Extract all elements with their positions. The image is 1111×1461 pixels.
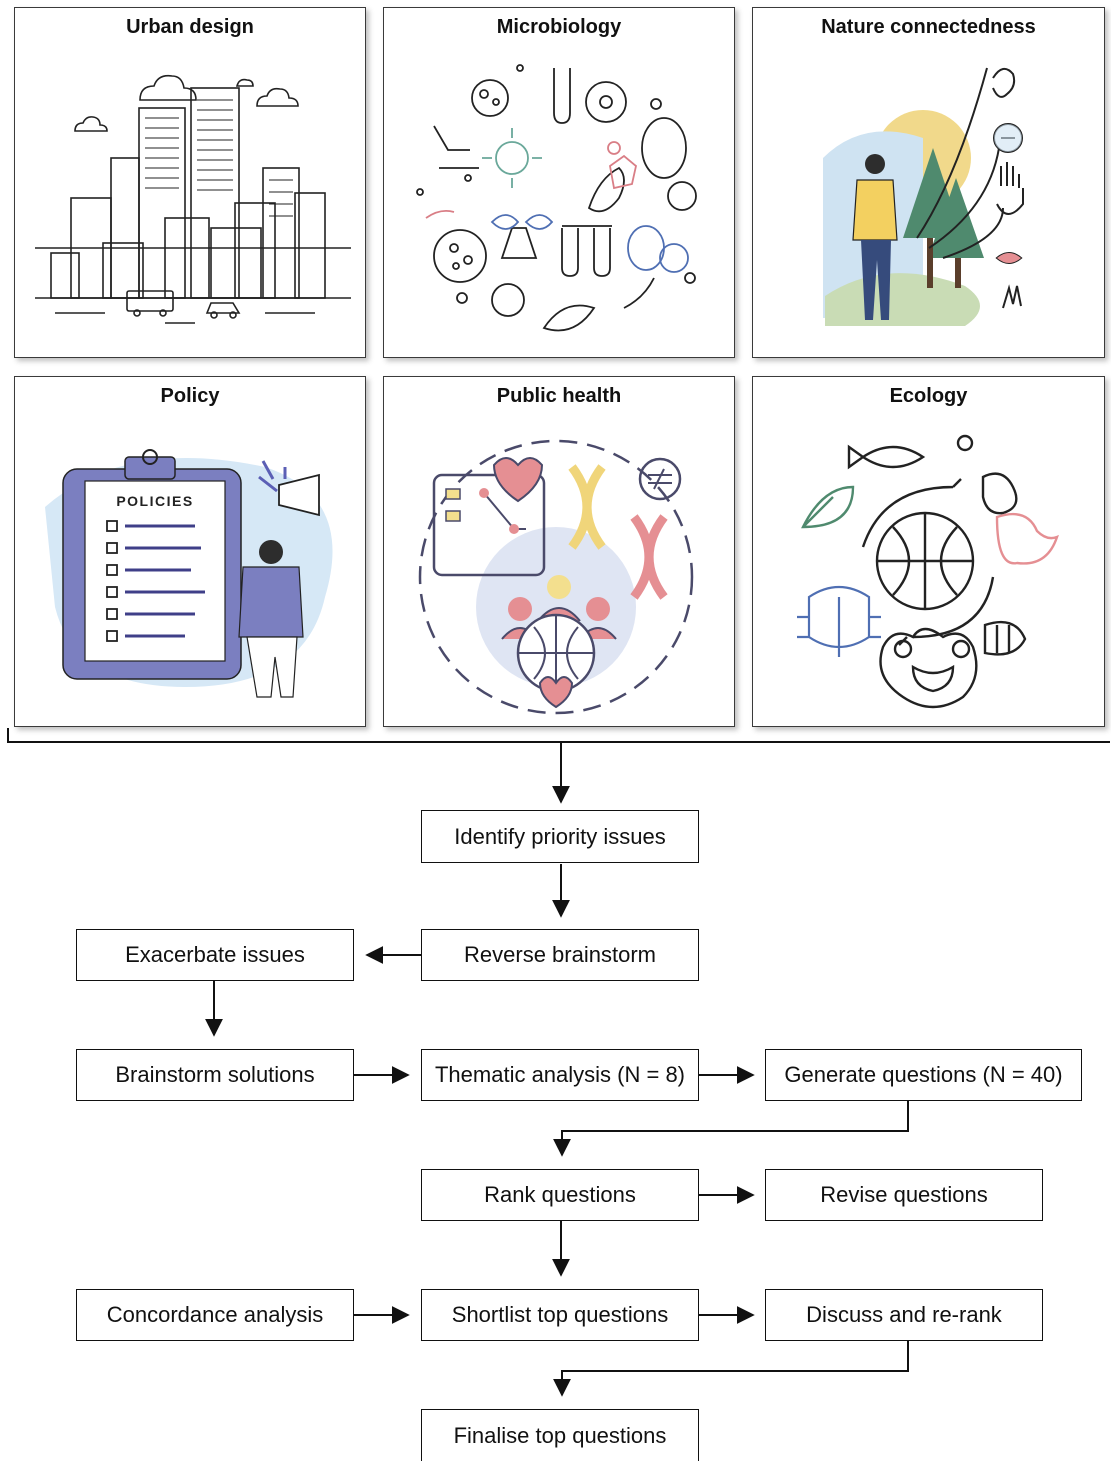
arrow-generate-to-rank (553, 1101, 909, 1157)
animals-globe-cycle-icon (797, 434, 1059, 709)
step-finalise-top-questions: Finalise top questions (421, 1409, 699, 1461)
clipboard-policies-icon: POLICIES (45, 449, 333, 698)
panel-ecology: Ecology (752, 376, 1105, 727)
microbes-icon (416, 64, 697, 332)
step-identify-priority-issues: Identify priority issues (421, 810, 699, 863)
panel-public-health: Public health (383, 376, 735, 727)
panel-policy: Policy POLICIES (14, 376, 366, 727)
panel-microbiology: Microbiology (383, 7, 735, 358)
panel-nature-connectedness: Nature connectedness (752, 7, 1105, 358)
panel-title: Urban design (126, 16, 254, 38)
arrow-discuss-to-finalise (553, 1341, 909, 1397)
person-trees-senses-icon (823, 67, 1024, 326)
step-discuss-and-rerank: Discuss and re-rank (765, 1289, 1043, 1341)
step-revise-questions: Revise questions (765, 1169, 1043, 1221)
clipboard-label: POLICIES (116, 493, 193, 509)
step-thematic-analysis: Thematic analysis (N = 8) (421, 1049, 699, 1101)
dna-community-globe-icon (418, 439, 694, 715)
bracket-line (7, 728, 1110, 743)
step-rank-questions: Rank questions (421, 1169, 699, 1221)
step-generate-questions: Generate questions (N = 40) (765, 1049, 1082, 1101)
panel-urban-design: Urban design (14, 7, 366, 358)
panel-title: Public health (496, 385, 622, 407)
panel-title: Ecology (889, 385, 968, 407)
step-exacerbate-issues: Exacerbate issues (76, 929, 354, 981)
step-reverse-brainstorm: Reverse brainstorm (421, 929, 699, 981)
panel-title: Policy (160, 385, 220, 407)
city-skyline-icon (35, 74, 351, 324)
step-concordance-analysis: Concordance analysis (76, 1289, 354, 1341)
panel-title: Nature connectedness (821, 16, 1036, 38)
step-shortlist-top-questions: Shortlist top questions (421, 1289, 699, 1341)
panel-title: Microbiology (496, 16, 622, 38)
step-brainstorm-solutions: Brainstorm solutions (76, 1049, 354, 1101)
